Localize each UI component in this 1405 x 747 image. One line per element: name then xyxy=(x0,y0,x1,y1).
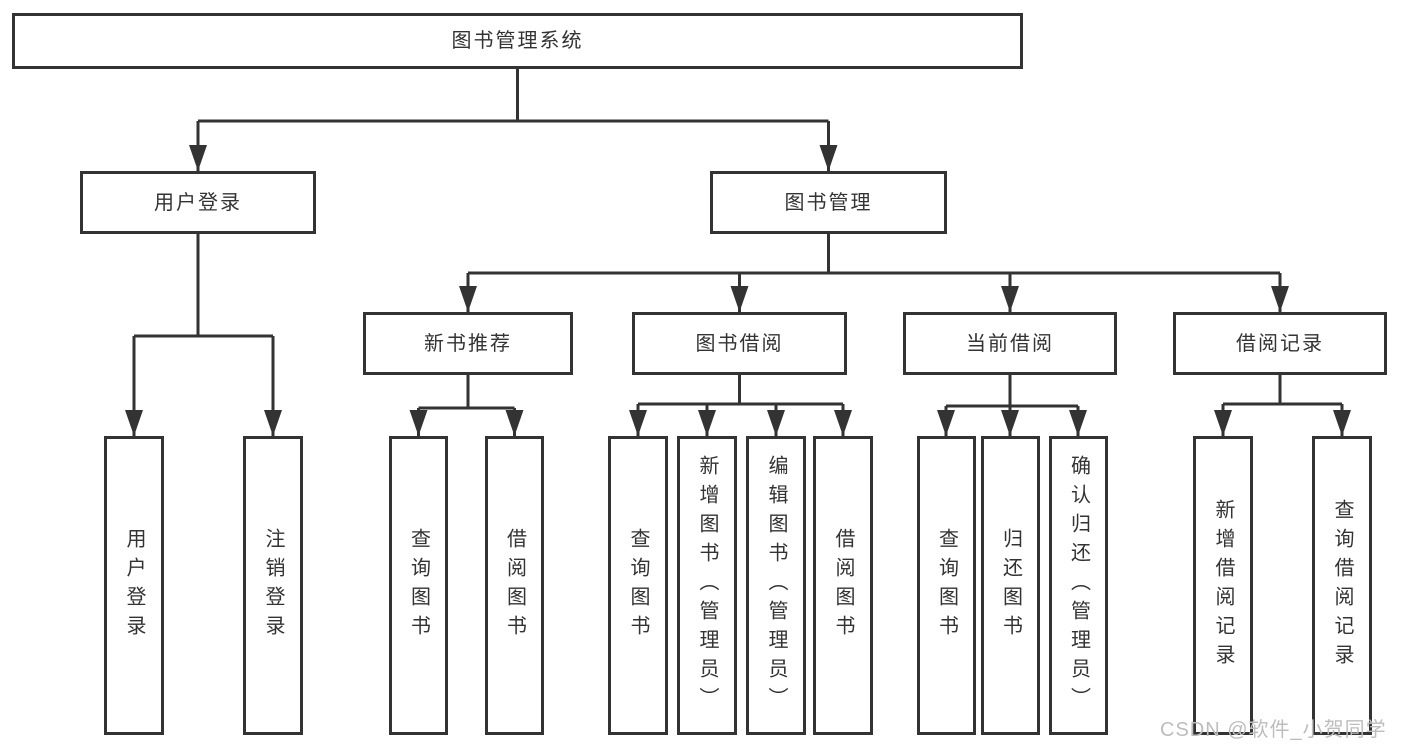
node-new-book-recommend: 新书推荐 xyxy=(363,312,573,375)
leaf-borrow-books-1-label: 借阅图书 xyxy=(503,527,526,644)
leaf-query-borrow-record-label: 查询借阅记录 xyxy=(1331,498,1353,673)
leaf-add-books-admin-label: 新增图书（管理员） xyxy=(696,455,718,716)
node-current-borrowing: 当前借阅 xyxy=(903,312,1117,375)
leaf-query-books-3: 查询图书 xyxy=(917,436,976,735)
leaf-add-books-admin: 新增图书（管理员） xyxy=(677,436,737,735)
csdn-watermark: CSDN @软件_小贺同学 xyxy=(1160,719,1387,741)
leaf-borrow-books-1: 借阅图书 xyxy=(485,436,544,735)
node-book-management-label: 图书管理 xyxy=(784,191,873,214)
node-user-login-label: 用户登录 xyxy=(154,191,242,214)
node-new-book-recommend-label: 新书推荐 xyxy=(424,332,512,355)
node-current-borrowing-label: 当前借阅 xyxy=(966,332,1054,355)
leaf-edit-books-admin-label: 编辑图书（管理员） xyxy=(765,455,787,716)
node-user-login: 用户登录 xyxy=(80,171,316,234)
leaf-user-login-label: 用户登录 xyxy=(123,527,145,644)
node-book-borrowing-label: 图书借阅 xyxy=(695,332,784,355)
leaf-borrow-books-2-label: 借阅图书 xyxy=(832,527,854,644)
leaf-query-borrow-record: 查询借阅记录 xyxy=(1312,436,1372,735)
leaf-return-books: 归还图书 xyxy=(981,436,1040,735)
leaf-query-books-1-label: 查询图书 xyxy=(407,527,430,644)
node-book-management: 图书管理 xyxy=(710,171,947,234)
leaf-edit-books-admin: 编辑图书（管理员） xyxy=(746,436,806,735)
node-root-label: 图书管理系统 xyxy=(451,30,584,52)
node-borrow-records-label: 借阅记录 xyxy=(1236,332,1324,355)
leaf-query-books-3-label: 查询图书 xyxy=(935,527,958,644)
leaf-user-login: 用户登录 xyxy=(104,436,164,735)
leaf-add-borrow-record-label: 新增借阅记录 xyxy=(1212,498,1234,673)
leaf-confirm-return-admin-label: 确认归还（管理员） xyxy=(1067,455,1090,716)
leaf-query-books-2-label: 查询图书 xyxy=(627,527,649,644)
leaf-query-books-1: 查询图书 xyxy=(389,436,448,735)
leaf-confirm-return-admin: 确认归还（管理员） xyxy=(1049,436,1108,735)
node-root: 图书管理系统 xyxy=(12,13,1023,69)
leaf-logout: 注销登录 xyxy=(243,436,303,735)
leaf-add-borrow-record: 新增借阅记录 xyxy=(1193,436,1253,735)
leaf-borrow-books-2: 借阅图书 xyxy=(813,436,873,735)
leaf-return-books-label: 归还图书 xyxy=(999,527,1022,644)
node-borrow-records: 借阅记录 xyxy=(1173,312,1387,375)
leaf-query-books-2: 查询图书 xyxy=(608,436,668,735)
leaf-logout-label: 注销登录 xyxy=(262,527,284,644)
node-book-borrowing: 图书借阅 xyxy=(632,312,847,375)
